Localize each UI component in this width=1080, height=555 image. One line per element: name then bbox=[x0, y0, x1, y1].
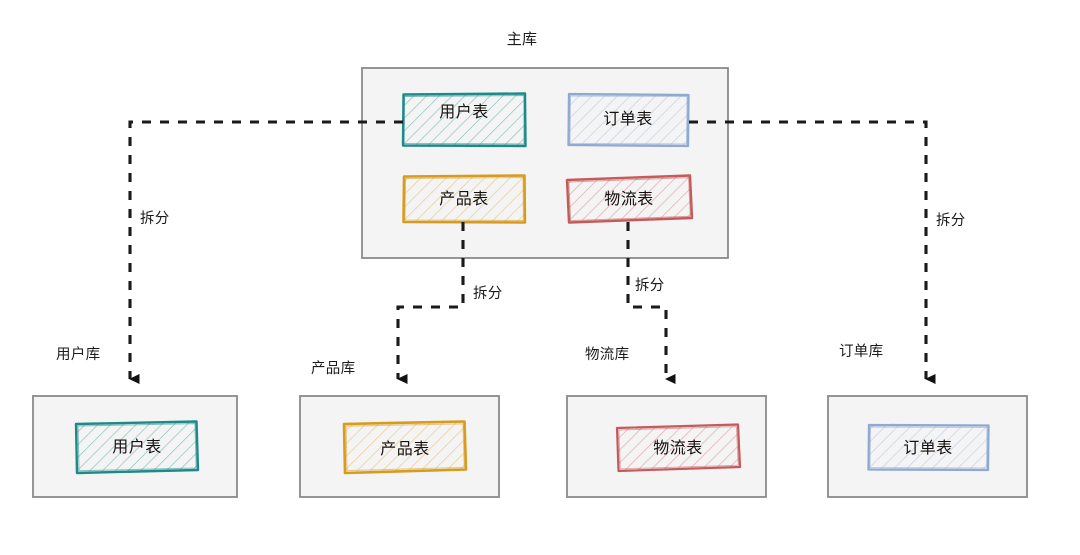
connector-order bbox=[689, 120, 936, 384]
main-store-title: 主库 bbox=[506, 30, 538, 48]
connector-user bbox=[128, 120, 403, 384]
shard-table-product[interactable] bbox=[342, 420, 468, 475]
connector-logistics bbox=[626, 222, 676, 384]
shard-label-user: 用户库 bbox=[56, 347, 101, 363]
main-table-logistics-label: 物流表 bbox=[604, 189, 654, 208]
main-table-product[interactable] bbox=[402, 174, 527, 224]
edge-label-split-logistics: 拆分 bbox=[635, 278, 665, 294]
shard-table-user-label: 用户表 bbox=[112, 437, 162, 456]
main-table-logistics[interactable] bbox=[565, 174, 694, 224]
shard-table-logistics-label: 物流表 bbox=[653, 438, 703, 457]
shard-table-order[interactable] bbox=[867, 423, 990, 472]
shard-table-logistics[interactable] bbox=[615, 423, 742, 473]
edge-label-split-order: 拆分 bbox=[936, 213, 966, 229]
edge-label-split-user: 拆分 bbox=[140, 211, 170, 227]
connector-product bbox=[396, 222, 465, 384]
main-table-user-label: 用户表 bbox=[439, 102, 489, 121]
shard-label-order: 订单库 bbox=[839, 344, 884, 360]
shard-label-logistics: 物流库 bbox=[585, 347, 630, 363]
edge-label-split-product: 拆分 bbox=[473, 286, 503, 302]
main-table-user[interactable] bbox=[401, 92, 527, 148]
shard-label-product: 产品库 bbox=[311, 361, 356, 377]
shard-table-order-label: 订单表 bbox=[903, 438, 953, 457]
shard-table-product-label: 产品表 bbox=[380, 439, 430, 458]
main-table-order[interactable] bbox=[567, 92, 690, 148]
shard-table-user[interactable] bbox=[74, 420, 200, 475]
main-table-order-label: 订单表 bbox=[603, 109, 653, 128]
main-table-product-label: 产品表 bbox=[439, 189, 489, 208]
